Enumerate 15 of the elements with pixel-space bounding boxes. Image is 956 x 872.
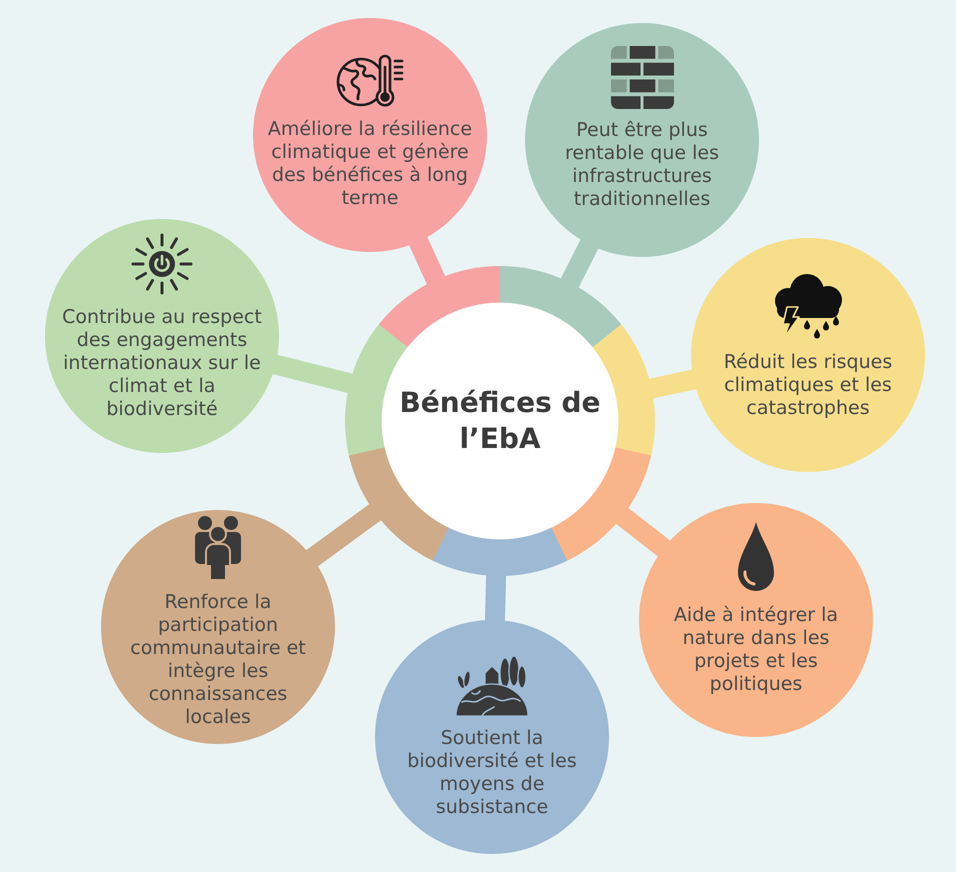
benefit-text: Soutient la biodiversité et les moyens de subsistance [406,727,578,819]
benefit-text: Améliore la résilience climatique et génère des bénéfices à long terme [266,118,474,210]
connector-line [306,504,382,567]
connector-line [272,354,354,394]
connector-line [615,508,671,557]
connector-line [484,574,506,622]
hub-title: Bénéfices de l’EbA [398,385,602,457]
connector-line [560,239,599,288]
benefit-text: Renforce la participation communautaire et intègre les connaissances locales [129,591,307,729]
connector-line [648,370,697,399]
benefit-text: Réduit les risques climatiques et les catastrophes [722,350,894,420]
benefit-text: Contribue au respect des engagements internationaux sur le climat et la biodiversité [61,306,263,420]
benefit-text: Peut être plus rentable que les infrastructures traditionnelles [564,118,720,210]
connector-line [408,236,446,285]
benefit-text: Aide à intégrer la nature dans les projets et les politiques [672,604,840,696]
